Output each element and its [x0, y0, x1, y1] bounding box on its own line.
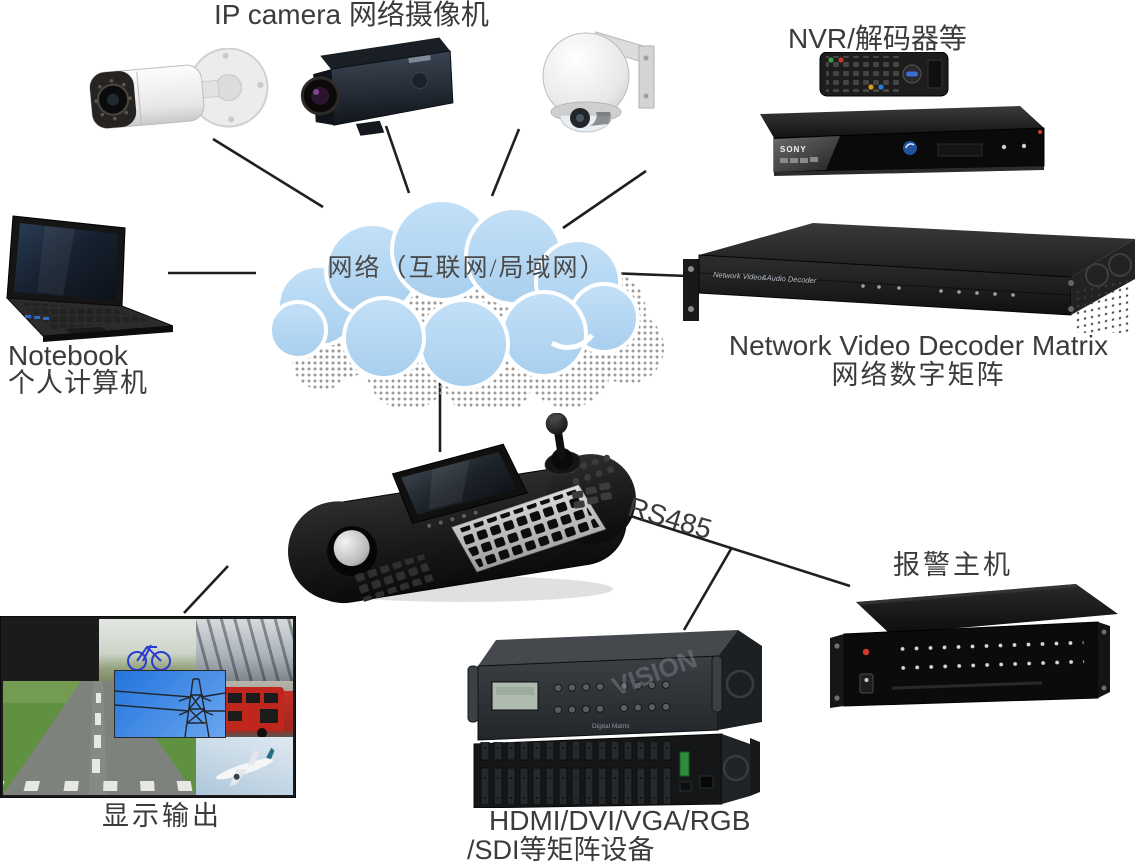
connector-rs485-branch-to-matrix	[682, 548, 733, 631]
airplane-graphic	[216, 747, 275, 787]
cloud-body	[268, 198, 640, 390]
wall-feed-pylon	[114, 670, 226, 738]
matrix-model-text: Digital Matrix	[592, 723, 630, 730]
keyboard-screen	[401, 452, 518, 515]
cage-rack-ear	[750, 738, 760, 796]
matrix-side-fan	[725, 669, 755, 699]
matrix-lcd	[491, 681, 539, 711]
control-keyboard	[283, 412, 638, 613]
alarm-led-grid	[891, 638, 1085, 684]
ip-camera-label: IP camera 网络摄像机	[214, 0, 489, 30]
player-display	[937, 143, 983, 157]
cage-side-fan	[722, 754, 750, 782]
cage-power-inlet	[699, 775, 714, 789]
matrix-handle-left	[467, 665, 479, 723]
bluray-logo	[903, 141, 917, 155]
alarm-power-switch	[859, 673, 874, 694]
dome-camera	[538, 20, 668, 145]
alarm-host	[826, 580, 1126, 725]
decoder-top-face	[699, 223, 1135, 277]
box-camera	[292, 33, 457, 144]
trackball	[333, 530, 370, 567]
side-fan	[1085, 263, 1109, 287]
decoder-matrix-label-en: Network Video Decoder Matrix	[728, 330, 1109, 361]
matrix-handle-right	[711, 655, 723, 713]
notebook-label-cn: 个人计算机	[8, 368, 148, 398]
alarm-rack-ear-left	[830, 634, 844, 708]
player-format-chips	[780, 157, 818, 163]
cage-ethernet-port	[679, 781, 692, 792]
rack-ear-left	[683, 259, 699, 321]
cloud-notch	[550, 333, 595, 350]
player-brand-text: SONY	[780, 145, 807, 154]
matrix-buttons	[553, 680, 671, 715]
connector-dome-camera-to-cloud	[490, 128, 521, 197]
player-top-face	[760, 106, 1044, 138]
cage-side-face	[722, 734, 750, 804]
alarm-label-strip	[892, 681, 1043, 690]
alarm-top-face	[856, 584, 1118, 634]
matrix-devices-label-line2: /SDI等矩阵设备	[467, 835, 655, 864]
hdmi-matrix: Digital Matrix VISION	[466, 626, 764, 813]
connector-bullet-camera-to-cloud	[212, 137, 324, 209]
side-fan	[1108, 253, 1132, 277]
left-key-cluster	[353, 553, 434, 602]
wall-feed-airport	[3, 619, 99, 681]
network-cloud	[252, 198, 682, 420]
alarm-power-led	[862, 648, 870, 656]
matrix-top-face	[478, 630, 738, 666]
camera-top-face	[320, 37, 451, 70]
keypad-keys	[456, 489, 601, 568]
notebook-keyboard	[19, 302, 151, 329]
alarm-rack-ear-right	[1098, 622, 1110, 698]
screen-status-dots	[427, 510, 478, 528]
notebook-label-en: Notebook	[8, 340, 128, 371]
nvr-label: NVR/解码器等	[788, 23, 967, 54]
runway-markings	[3, 693, 193, 791]
decoder-matrix: Network Video&Audio Decoder	[683, 213, 1137, 344]
notebook-touchpad	[65, 327, 109, 333]
notebook-screen	[14, 223, 118, 300]
cloud-label: 网络（互联网/局域网）	[327, 255, 607, 282]
display-wall	[0, 616, 296, 798]
connector-box-camera-to-cloud	[384, 125, 411, 194]
connector-keyboard-to-alarm-rs485	[620, 511, 851, 588]
display-output-label: 显示输出	[102, 801, 222, 831]
pylon-graphic	[115, 678, 225, 737]
cage-terminal-block	[679, 751, 690, 777]
ir-leds	[94, 78, 132, 121]
wall-feed-airplane	[196, 737, 293, 795]
matrix-side-face	[718, 630, 762, 730]
nvr-decoder: SONY	[752, 51, 1052, 183]
notebook	[5, 212, 177, 351]
cage-card-slots	[478, 742, 674, 804]
bicycle-graphic	[127, 644, 171, 671]
joystick-stick	[553, 427, 566, 460]
connector-nvr-to-cloud	[562, 169, 647, 230]
camera-bracket	[355, 120, 385, 136]
dome-wall-plate	[638, 45, 655, 109]
alarm-host-label: 报警主机	[893, 550, 1013, 580]
decoder-leds	[861, 284, 1015, 297]
matrix-devices-label-line1: HDMI/DVI/VGA/RGB	[489, 805, 751, 836]
bullet-camera	[83, 47, 273, 149]
notebook-status-leds	[25, 315, 49, 320]
notebook-front-edge	[43, 326, 173, 342]
remote-control	[819, 51, 949, 97]
player-base-edge	[774, 166, 1044, 176]
decoder-matrix-label-cn: 网络数字矩阵	[831, 360, 1006, 390]
connector-keyboard-to-display	[183, 565, 229, 614]
